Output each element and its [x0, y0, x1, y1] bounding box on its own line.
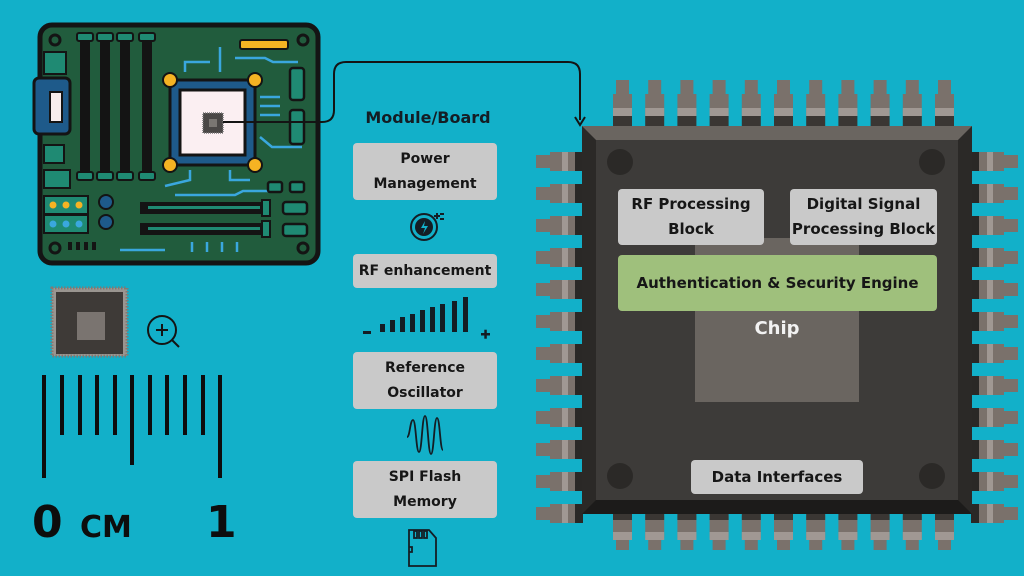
chip-mount-hole	[607, 149, 633, 175]
chip-pin	[938, 80, 951, 94]
chip-pin	[536, 315, 550, 328]
ruler	[42, 375, 222, 478]
chip-pin	[536, 443, 550, 456]
sine-wave-icon	[406, 415, 444, 455]
chip-pin	[905, 80, 919, 94]
chip-pin	[1004, 507, 1018, 520]
chip-pin	[536, 251, 550, 264]
auth-security-engine-block: Authentication & Security Engine	[618, 255, 937, 311]
data-interfaces-block: Data Interfaces	[691, 460, 863, 494]
sd-card-icon	[408, 529, 437, 567]
chip-mount-hole	[919, 463, 945, 489]
rf-enhancement-block: RF enhancement	[353, 254, 497, 288]
chip-pin	[536, 219, 550, 232]
chip-pin	[1004, 283, 1018, 296]
chip-mount-hole	[919, 149, 945, 175]
chip-pin	[648, 80, 662, 94]
dsp-block: Digital Signal Processing Block	[790, 189, 937, 245]
chip-pin	[536, 507, 550, 520]
chip-pin	[809, 80, 823, 94]
chip-pin	[616, 80, 629, 94]
chip-pin	[536, 155, 550, 168]
chip-pin	[1004, 475, 1018, 488]
chip-pin	[841, 80, 855, 94]
chip-pin	[536, 475, 550, 488]
power-plug-icon	[410, 213, 444, 241]
chip-pin	[1004, 219, 1018, 232]
chip-pin	[536, 411, 550, 424]
module-board-title: Module/Board	[365, 108, 491, 127]
power-management-block: Power Management	[353, 143, 497, 200]
chip-pin	[712, 80, 726, 94]
chip-pin	[873, 80, 887, 94]
chip-pin	[1004, 251, 1018, 264]
chip-pin	[1004, 411, 1018, 424]
chip-pin	[536, 379, 550, 392]
scale-unit-label: CM	[80, 510, 132, 545]
chip-pin	[1004, 443, 1018, 456]
chip-pin	[744, 80, 758, 94]
connector-arrow	[223, 61, 581, 123]
zoom-in-icon	[147, 315, 180, 348]
scale-one-label: 1	[206, 497, 237, 548]
chip-pin	[1004, 379, 1018, 392]
motherboard-illustration	[32, 22, 321, 266]
signal-strength-icon	[363, 297, 490, 339]
rf-processing-block: RF Processing Block	[618, 189, 764, 245]
chip-pin	[536, 347, 550, 360]
chip-pin	[1004, 347, 1018, 360]
chip-pin	[1004, 155, 1018, 168]
chip-pin	[1004, 187, 1018, 200]
chip-pin	[1004, 315, 1018, 328]
chip-mount-hole	[607, 463, 633, 489]
reference-oscillator-block: Reference Oscillator	[353, 352, 497, 409]
chip-label: Chip	[754, 318, 800, 339]
chip-pin	[536, 187, 550, 200]
small-chip-illustration	[50, 286, 129, 358]
spi-flash-memory-block: SPI Flash Memory	[353, 461, 497, 518]
chip-pin	[680, 80, 694, 94]
chip-pin	[777, 80, 790, 94]
chip-pin	[536, 283, 550, 296]
scale-zero-label: 0	[32, 497, 63, 548]
